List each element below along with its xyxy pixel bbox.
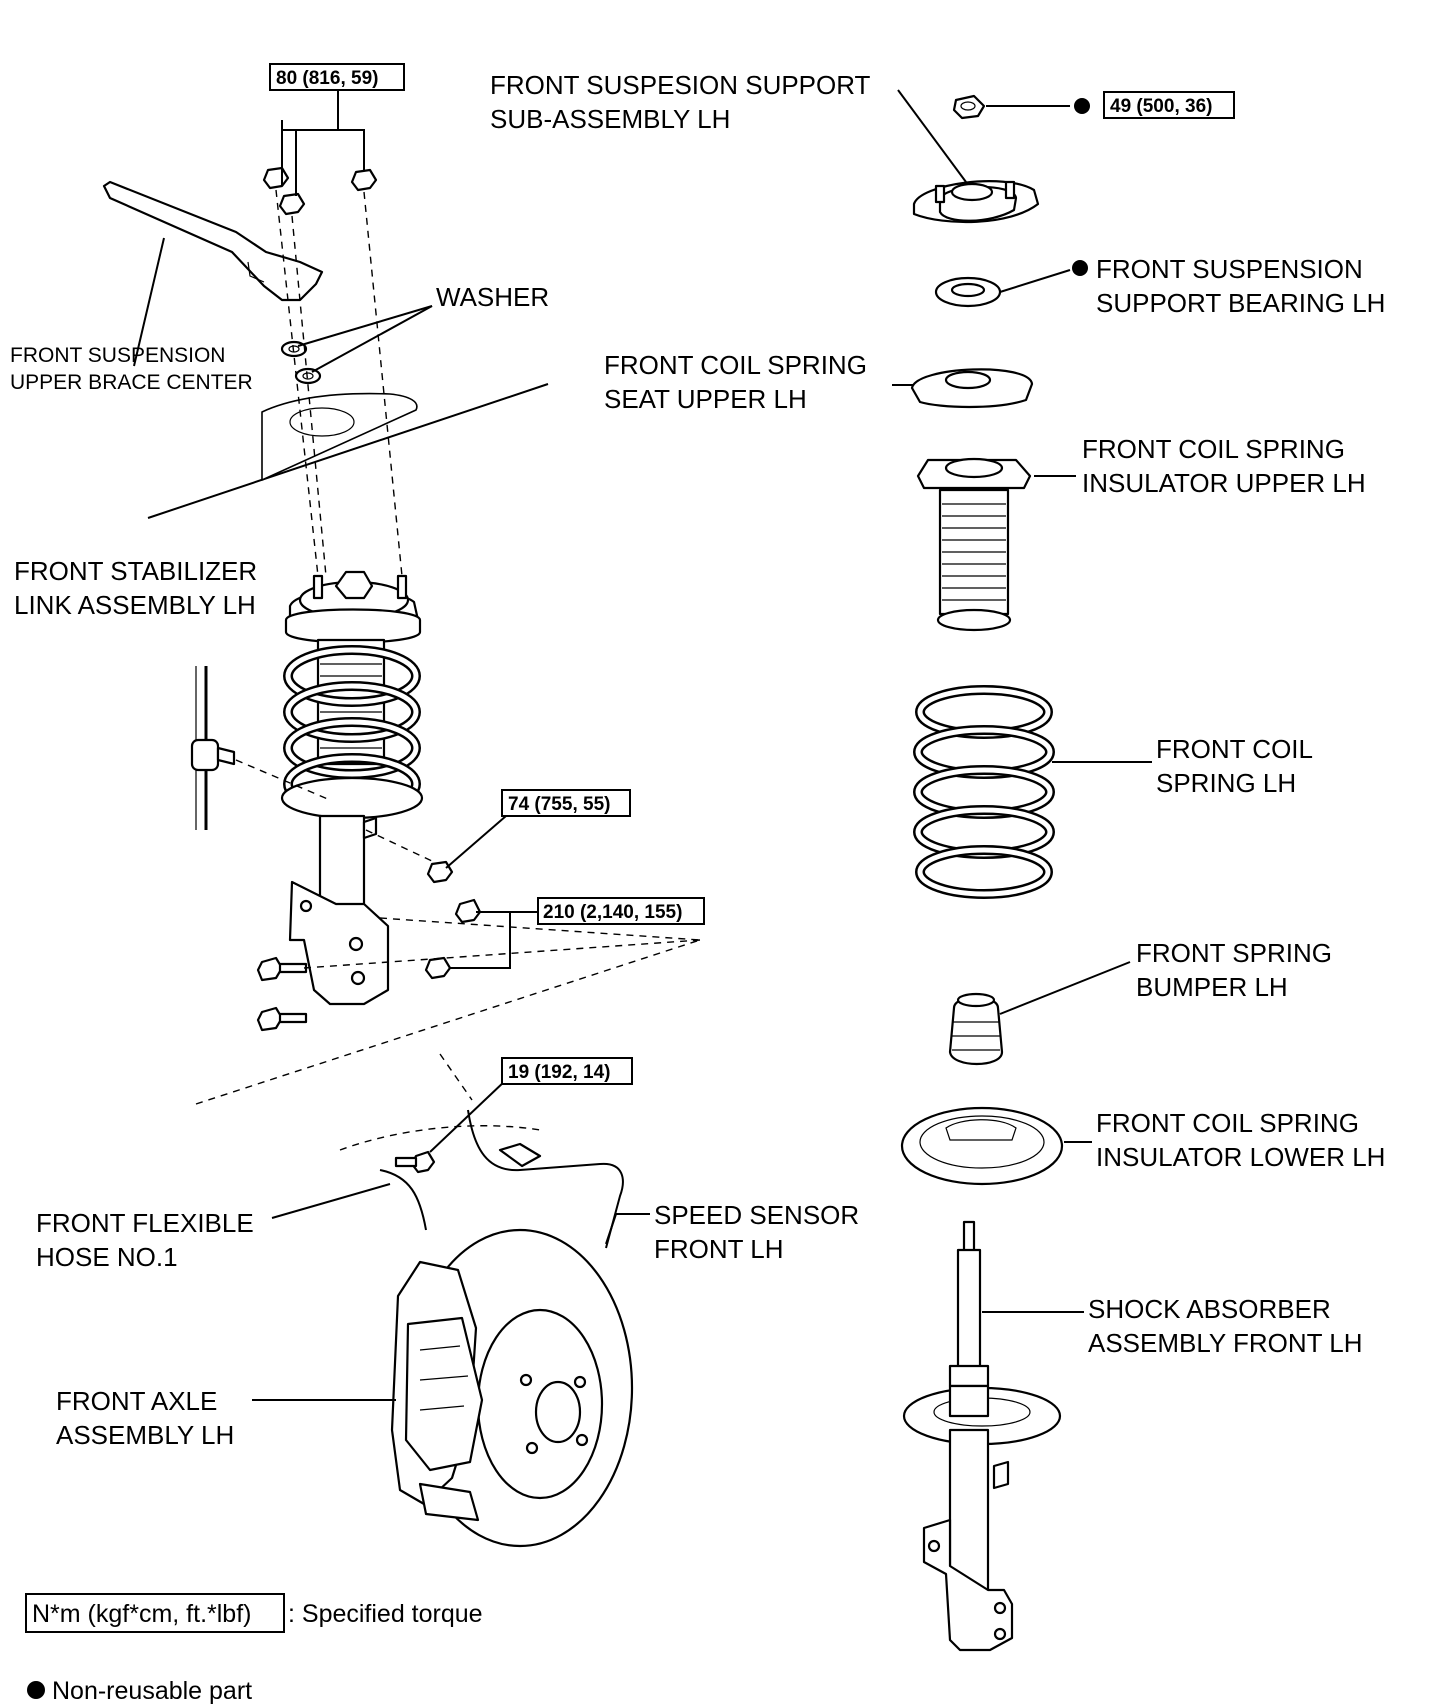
label-spring-seat-upper-line1: FRONT COIL SPRING	[604, 350, 867, 380]
label-flexible-hose: FRONT FLEXIBLE HOSE NO.1	[36, 1208, 254, 1272]
label-stabilizer-link-line1: FRONT STABILIZER	[14, 556, 257, 586]
leader-lines	[133, 84, 1152, 1401]
label-support-sub-assembly-line2: SUB-ASSEMBLY LH	[490, 104, 730, 134]
label-speed-sensor: SPEED SENSOR FRONT LH	[654, 1200, 859, 1264]
label-spring-bumper-line1: FRONT SPRING	[1136, 938, 1332, 968]
non-reusable-dot-bearing	[1072, 260, 1088, 276]
coil-spring	[913, 685, 1055, 899]
torque-box-brace-nuts: 80 (816, 59)	[269, 63, 405, 91]
label-flexible-hose-line1: FRONT FLEXIBLE	[36, 1208, 254, 1238]
label-speed-sensor-line1: SPEED SENSOR	[654, 1200, 859, 1230]
label-spring-seat-upper-line2: SEAT UPPER LH	[604, 384, 807, 414]
torque-sensor-bolt: 19 (192, 14)	[508, 1062, 610, 1083]
stabilizer-link	[190, 666, 331, 830]
label-support-bearing-line1: FRONT SUSPENSION	[1096, 254, 1363, 284]
label-front-axle: FRONT AXLE ASSEMBLY LH	[56, 1386, 234, 1450]
spring-seat-upper	[910, 368, 1034, 409]
torque-box-sensor-bolt: 19 (192, 14)	[501, 1057, 633, 1085]
label-insulator-upper-line1: FRONT COIL SPRING	[1082, 434, 1345, 464]
label-coil-spring: FRONT COIL SPRING LH	[1156, 734, 1313, 798]
label-support-sub-assembly-line1: FRONT SUSPESION SUPPORT	[490, 70, 871, 100]
legend-non-reusable: Non-reusable part	[52, 1677, 252, 1705]
upper-brace-center	[102, 180, 324, 302]
support-sub-assembly	[912, 180, 1040, 224]
torque-box-stabilizer-nut: 74 (755, 55)	[501, 789, 631, 817]
label-stabilizer-link-line2: LINK ASSEMBLY LH	[14, 590, 256, 620]
label-upper-brace-line2: UPPER BRACE CENTER	[10, 371, 253, 394]
label-coil-spring-line1: FRONT COIL	[1156, 734, 1313, 764]
label-flexible-hose-line2: HOSE NO.1	[36, 1242, 178, 1272]
torque-support-nut: 49 (500, 36)	[1110, 96, 1212, 117]
brace-nuts	[262, 166, 378, 216]
stud-alignment-lines	[275, 189, 403, 577]
label-spring-bumper: FRONT SPRING BUMPER LH	[1136, 938, 1332, 1002]
label-spring-seat-upper: FRONT COIL SPRING SEAT UPPER LH	[604, 350, 867, 414]
label-insulator-upper-line2: INSULATOR UPPER LH	[1082, 468, 1366, 498]
washers	[280, 340, 322, 385]
shock-absorber	[902, 1220, 1062, 1652]
knuckle-bolts	[195, 898, 701, 1105]
label-shock-absorber-line1: SHOCK ABSORBER	[1088, 1294, 1331, 1324]
label-front-axle-line2: ASSEMBLY LH	[56, 1420, 234, 1450]
strut-assembly	[280, 570, 424, 1006]
torque-stabilizer-nut: 74 (755, 55)	[508, 794, 610, 815]
torque-knuckle-bolts: 210 (2,140, 155)	[543, 902, 682, 923]
legend-torque-unit: N*m (kgf*cm, ft.*lbf)	[32, 1600, 251, 1628]
support-nut	[952, 94, 1070, 120]
label-support-bearing-line2: SUPPORT BEARING LH	[1096, 288, 1385, 318]
label-spring-bumper-line2: BUMPER LH	[1136, 972, 1288, 1002]
stabilizer-nut	[365, 829, 454, 884]
label-shock-absorber-line2: ASSEMBLY FRONT LH	[1088, 1328, 1363, 1358]
non-reusable-dot-support-nut	[1074, 98, 1090, 114]
label-shock-absorber: SHOCK ABSORBER ASSEMBLY FRONT LH	[1088, 1294, 1363, 1358]
label-support-sub-assembly: FRONT SUSPESION SUPPORT SUB-ASSEMBLY LH	[490, 70, 871, 134]
label-washer: WASHER	[436, 282, 549, 312]
insulator-upper	[916, 457, 1032, 632]
insulator-lower	[900, 1106, 1064, 1186]
torque-box-knuckle-bolts: 210 (2,140, 155)	[537, 897, 705, 925]
torque-brace-nuts: 80 (816, 59)	[276, 68, 378, 89]
body-panel	[147, 383, 549, 519]
front-axle-assembly	[390, 1228, 634, 1548]
support-bearing	[934, 276, 1002, 308]
speed-sensor-harness	[339, 1053, 624, 1249]
label-front-axle-line1: FRONT AXLE	[56, 1386, 217, 1416]
label-stabilizer-link: FRONT STABILIZER LINK ASSEMBLY LH	[14, 556, 257, 620]
label-support-bearing: FRONT SUSPENSION SUPPORT BEARING LH	[1096, 254, 1385, 318]
legend-torque-desc: : Specified torque	[288, 1600, 483, 1628]
label-upper-brace-line1: FRONT SUSPENSION	[10, 344, 225, 367]
label-speed-sensor-line2: FRONT LH	[654, 1234, 784, 1264]
spring-bumper	[948, 992, 1004, 1066]
label-insulator-lower-line1: FRONT COIL SPRING	[1096, 1108, 1359, 1138]
label-coil-spring-line2: SPRING LH	[1156, 768, 1296, 798]
label-insulator-lower: FRONT COIL SPRING INSULATOR LOWER LH	[1096, 1108, 1385, 1172]
label-upper-brace: FRONT SUSPENSION UPPER BRACE CENTER	[10, 344, 253, 394]
legend: N*m (kgf*cm, ft.*lbf) : Specified torque…	[25, 1593, 483, 1705]
label-insulator-upper: FRONT COIL SPRING INSULATOR UPPER LH	[1082, 434, 1366, 498]
label-insulator-lower-line2: INSULATOR LOWER LH	[1096, 1142, 1385, 1172]
torque-box-support-nut: 49 (500, 36)	[1103, 91, 1235, 119]
legend-non-reusable-dot	[27, 1681, 45, 1699]
